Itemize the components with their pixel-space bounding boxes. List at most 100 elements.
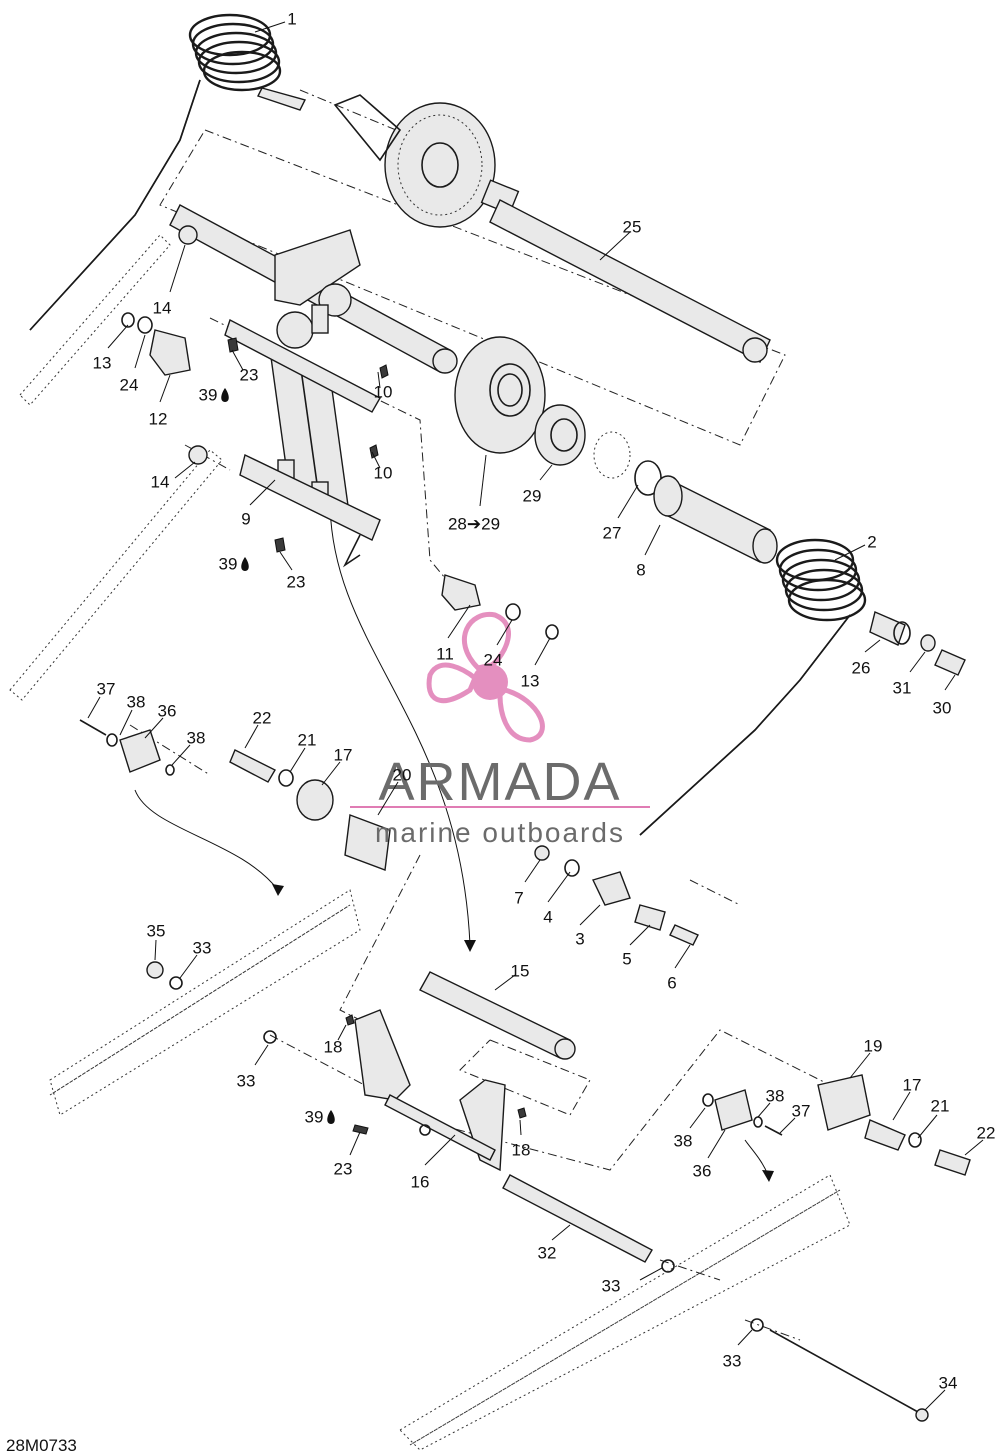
callout-c21b: 21 bbox=[917, 1096, 949, 1139]
callout-c31: 31 bbox=[893, 651, 926, 697]
callout-number: 13 bbox=[521, 671, 540, 690]
callout-c36a: 36 bbox=[144, 701, 176, 739]
callout-number: 17 bbox=[903, 1075, 922, 1094]
assembly-arrows bbox=[134, 499, 774, 1182]
callout-number: 25 bbox=[623, 217, 642, 236]
callout-number: 8 bbox=[636, 560, 645, 579]
callout-number: 23 bbox=[334, 1159, 353, 1178]
callout-c39c: 39 bbox=[305, 1107, 335, 1126]
spacer-tube bbox=[653, 475, 778, 564]
leader-line bbox=[644, 524, 661, 556]
leader-line bbox=[119, 709, 133, 736]
leader-line bbox=[524, 859, 541, 883]
callout-number: 13 bbox=[93, 353, 112, 372]
left-hardware bbox=[121, 225, 559, 640]
leader-line bbox=[494, 974, 516, 991]
leader-line bbox=[629, 924, 651, 946]
leader-line bbox=[159, 374, 171, 403]
watermark-tagline: marine outboards bbox=[375, 817, 625, 848]
leader-line bbox=[377, 371, 381, 389]
callout-c29: 29 bbox=[523, 464, 553, 505]
callout-number: 10 bbox=[374, 463, 393, 482]
callout-c18a: 18 bbox=[324, 1024, 347, 1056]
callout-c21a: 21 bbox=[289, 730, 316, 773]
callout-number: 34 bbox=[939, 1373, 958, 1392]
callout-number: 28➔29 bbox=[448, 514, 500, 533]
leader-line bbox=[519, 1119, 522, 1136]
torsion-spring-left bbox=[29, 13, 307, 331]
callout-number: 26 bbox=[852, 658, 871, 677]
callout-number: 24 bbox=[120, 375, 139, 394]
callout-number: 4 bbox=[543, 907, 552, 926]
callout-number: 17 bbox=[334, 745, 353, 764]
leader-line bbox=[599, 231, 631, 261]
callout-c37b: 37 bbox=[779, 1101, 811, 1134]
lower-cross-tube bbox=[502, 1174, 675, 1273]
callout-c2: 2 bbox=[834, 532, 877, 561]
leader-line bbox=[864, 639, 881, 653]
callout-c39b: 39 bbox=[219, 554, 249, 573]
callout-number: 5 bbox=[622, 949, 631, 968]
callout-number: 39 bbox=[199, 385, 218, 404]
drive-sprocket bbox=[333, 94, 520, 228]
callout-c38c: 38 bbox=[674, 1107, 706, 1150]
stopper-block-right bbox=[702, 1089, 783, 1136]
spacer-block-right bbox=[817, 1074, 971, 1176]
callout-c27: 27 bbox=[603, 484, 639, 542]
callout-number: 33 bbox=[237, 1071, 256, 1090]
callout-c15: 15 bbox=[494, 961, 529, 991]
callout-c23c: 23 bbox=[334, 1131, 361, 1178]
leader-line bbox=[337, 1024, 347, 1041]
callout-number: 23 bbox=[287, 572, 306, 591]
callout-c13a: 13 bbox=[93, 324, 129, 372]
leader-line bbox=[924, 1389, 946, 1411]
leader-line bbox=[547, 871, 571, 903]
callout-number: 22 bbox=[253, 708, 272, 727]
slide-rail-left-upper bbox=[9, 234, 223, 701]
long-shaft bbox=[489, 199, 771, 363]
callout-c18b: 18 bbox=[512, 1119, 530, 1159]
callout-c33d: 33 bbox=[723, 1329, 753, 1370]
propeller-logo bbox=[426, 611, 545, 743]
leader-line bbox=[244, 724, 259, 749]
lower-shaft bbox=[419, 971, 576, 1060]
torsion-spring-right bbox=[639, 538, 867, 836]
leader-line bbox=[944, 674, 956, 691]
callout-number: 24 bbox=[484, 650, 503, 669]
leader-line bbox=[892, 1091, 911, 1121]
callout-c34: 34 bbox=[924, 1373, 958, 1411]
leader-line bbox=[107, 324, 129, 349]
callout-c38b: 38 bbox=[171, 728, 205, 766]
leader-line bbox=[254, 21, 286, 33]
leader-line bbox=[534, 637, 551, 666]
lubricant-drop-icon bbox=[327, 1110, 335, 1124]
callout-c13b: 13 bbox=[521, 637, 551, 690]
callout-c22a: 22 bbox=[244, 708, 272, 749]
callout-c33b: 33 bbox=[237, 1044, 269, 1090]
callout-c6: 6 bbox=[667, 944, 691, 992]
callout-number: 33 bbox=[193, 938, 212, 957]
callout-number: 38 bbox=[127, 692, 146, 711]
callout-number: 32 bbox=[538, 1243, 557, 1262]
swing-arm bbox=[224, 229, 381, 568]
leader-line bbox=[551, 1224, 571, 1241]
callout-c26: 26 bbox=[852, 639, 881, 677]
callout-c9: 9 bbox=[241, 479, 276, 528]
leader-line bbox=[479, 454, 487, 507]
callout-c3: 3 bbox=[575, 904, 601, 948]
leader-line bbox=[134, 334, 146, 369]
brand-watermark: ARMADA marine outboards bbox=[350, 611, 650, 848]
callout-number: 9 bbox=[241, 509, 250, 528]
leader-line bbox=[834, 544, 866, 561]
callout-c24a: 24 bbox=[120, 334, 146, 394]
callout-number: 37 bbox=[792, 1101, 811, 1120]
callout-number: 19 bbox=[864, 1036, 883, 1055]
callout-number: 1 bbox=[287, 9, 296, 28]
leader-line bbox=[349, 1131, 361, 1156]
callout-c14a: 14 bbox=[153, 244, 186, 317]
leader-line bbox=[171, 744, 191, 766]
lubricant-drop-icon bbox=[221, 388, 229, 402]
callout-c5: 5 bbox=[622, 924, 651, 968]
callout-c20: 20 bbox=[377, 765, 411, 816]
callout-c4: 4 bbox=[543, 871, 571, 926]
